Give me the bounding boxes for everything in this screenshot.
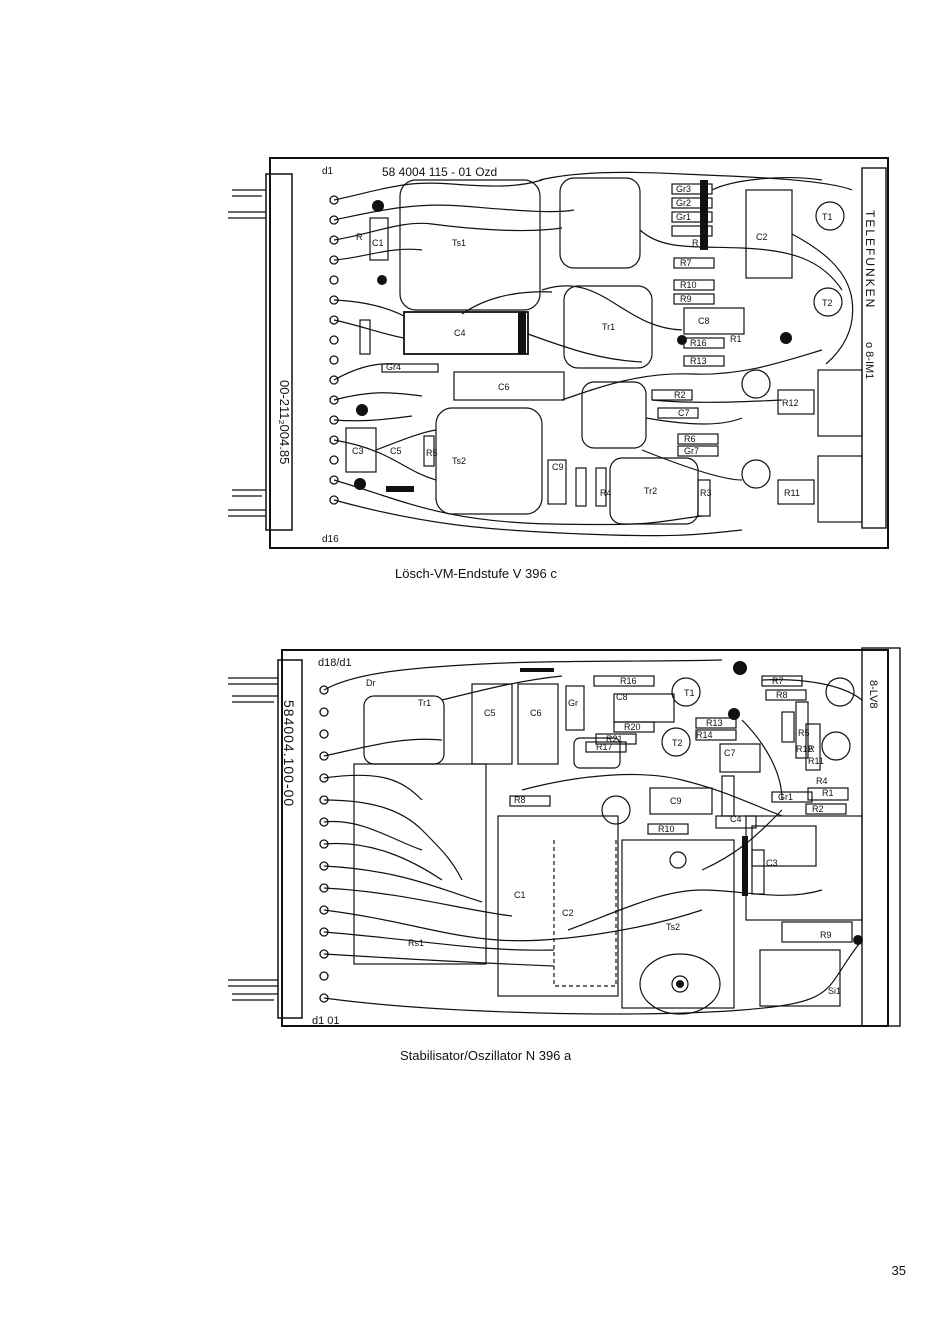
label-tr1: Tr1 — [602, 322, 615, 332]
label-r20: R20 — [624, 722, 641, 732]
label-tr1: Tr1 — [418, 698, 431, 708]
board2-pin-last: d1 01 — [312, 1015, 340, 1027]
caption-loesch-vm-endstufe: Lösch-VM-Endstufe V 396 c — [395, 566, 557, 581]
label-r7: R7 — [772, 676, 784, 686]
label-c8: C8 — [616, 692, 628, 702]
label-r4: R4 — [816, 776, 828, 786]
pcb-layout-v396c: C1 R C4 C6 C3 C5 R5 Gr4 Gr3 Gr2 Gr1 R C2… — [228, 157, 889, 549]
board-stabilisator-oszillator: Dr Tr1 C5 C6 R16 Gr C8 R20 R21 R17 R13 R… — [222, 640, 902, 1032]
label-t2: T2 — [822, 298, 833, 308]
label-r16: R16 — [620, 676, 637, 686]
label-r7: R7 — [680, 258, 692, 268]
label-r9: R9 — [820, 930, 832, 940]
board1-part-number: 58 4004 115 - 01 Ozd — [382, 165, 497, 179]
board1-brand: TELEFUNKEN — [863, 210, 877, 309]
board1-side-number: 00-211₂004.85 — [277, 380, 292, 464]
label-r12: R12 — [782, 398, 799, 408]
label-c5: C5 — [390, 446, 402, 456]
label-gr3: Gr3 — [676, 184, 691, 194]
board2-code: 8-LV8 — [867, 680, 879, 709]
board1-variant: o 8-IM1 — [863, 342, 875, 379]
pcb-layout-n396a: Dr Tr1 C5 C6 R16 Gr C8 R20 R21 R17 R13 R… — [228, 647, 901, 1027]
label-c3: C3 — [352, 446, 364, 456]
label-gr1: Gr1 — [676, 212, 691, 222]
label-c3: C3 — [766, 858, 778, 868]
label-r17: R17 — [596, 742, 613, 752]
board1-pin-last: d16 — [322, 534, 339, 545]
label-t1: T1 — [822, 212, 833, 222]
label-ts1: Ts1 — [452, 238, 466, 248]
label-c2: C2 — [562, 908, 574, 918]
label-r5: R5 — [426, 448, 438, 458]
label-gr: Gr — [568, 698, 578, 708]
label-c9: C9 — [552, 462, 564, 472]
label-t1: T1 — [684, 688, 695, 698]
label-t2: T2 — [672, 738, 683, 748]
caption-stabilisator-oszillator: Stabilisator/Oszillator N 396 a — [400, 1048, 572, 1063]
label-r16: R16 — [690, 338, 707, 348]
label-r10: R10 — [658, 824, 675, 834]
board1-pin-first: d1 — [322, 166, 334, 177]
label-c4: C4 — [730, 814, 742, 824]
label-dr: Dr — [366, 678, 376, 688]
label-r5: R5 — [798, 728, 810, 738]
label-si1: Si1 — [828, 986, 841, 996]
label-r9: R9 — [680, 294, 692, 304]
label-r2: R2 — [812, 804, 824, 814]
board2-part-number: 584004.100-00 — [281, 700, 297, 807]
label-r10: R10 — [680, 280, 697, 290]
label-c7: C7 — [678, 408, 690, 418]
label-r12: R12 — [796, 744, 813, 754]
label-c5: C5 — [484, 708, 496, 718]
label-r8-b: R8 — [514, 795, 526, 805]
label-ts2: Ts2 — [452, 456, 466, 466]
label-r6: R6 — [684, 434, 696, 444]
label-c7: C7 — [724, 748, 736, 758]
label-c1: C1 — [372, 238, 384, 248]
board-loesch-vm-endstufe: C1 R C4 C6 C3 C5 R5 Gr4 Gr3 Gr2 Gr1 R C2… — [222, 150, 898, 550]
label-c6: C6 — [530, 708, 542, 718]
label-r1: R1 — [822, 788, 834, 798]
label-r8: R8 — [776, 690, 788, 700]
label-r: R — [356, 232, 363, 242]
label-r11: R11 — [808, 756, 824, 766]
label-c2: C2 — [756, 232, 768, 242]
label-c4: C4 — [454, 328, 466, 338]
label-r1: R1 — [730, 334, 742, 344]
label-r13: R13 — [706, 718, 723, 728]
label-r-b: R — [692, 238, 699, 248]
board2-pin-first: d18/d1 — [318, 657, 352, 669]
label-ts2: Ts2 — [666, 922, 680, 932]
label-gr1: Gr1 — [778, 792, 793, 802]
label-rs1: Rs1 — [408, 938, 424, 948]
label-c8: C8 — [698, 316, 710, 326]
label-c6: C6 — [498, 382, 510, 392]
label-r21: R21 — [606, 734, 623, 744]
label-r3: R3 — [700, 488, 712, 498]
label-c9: C9 — [670, 796, 682, 806]
label-r14: R14 — [696, 730, 713, 740]
label-gr7: Gr7 — [684, 446, 699, 456]
label-gr2: Gr2 — [676, 198, 691, 208]
page-number: 35 — [891, 1263, 906, 1278]
label-r11: R11 — [784, 488, 800, 498]
label-gr4: Gr4 — [386, 362, 401, 372]
label-r4: R4 — [600, 488, 612, 498]
label-r: R — [808, 744, 815, 754]
label-c1: C1 — [514, 890, 526, 900]
label-r2: R2 — [674, 390, 686, 400]
label-r13: R13 — [690, 356, 707, 366]
label-tr2: Tr2 — [644, 486, 657, 496]
